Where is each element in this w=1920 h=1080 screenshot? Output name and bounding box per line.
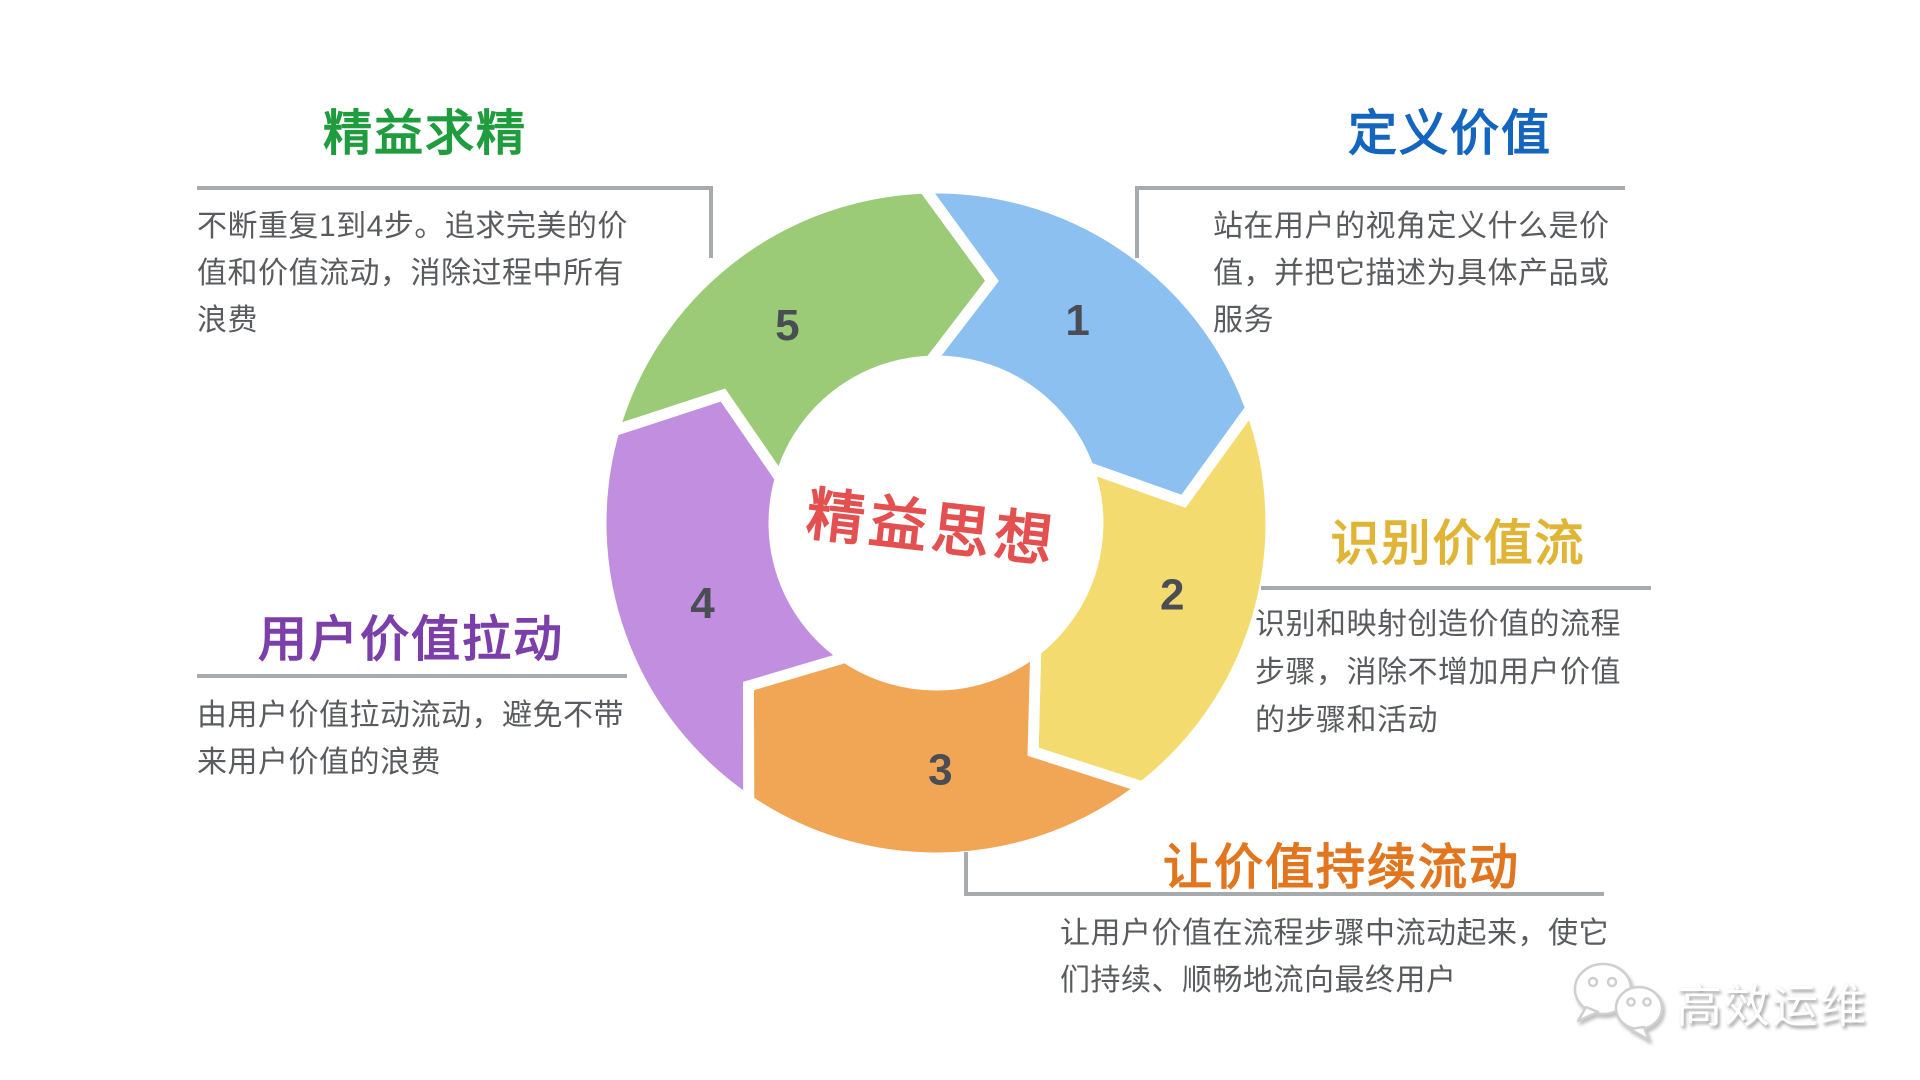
step-5-description: 不断重复1到4步。追求完美的价值和价值流动，消除过程中所有浪费 [197,210,628,337]
segment-number-1: 1 [1065,296,1089,345]
cycle-segment-5 [605,182,999,492]
connector-line-1 [1135,186,1625,190]
connector-stub-5 [709,186,713,258]
segment-number-4: 4 [690,579,715,628]
connector-stub-3 [964,852,968,896]
connector-stub-1 [1135,186,1139,258]
cycle-segment-3 [742,639,1154,864]
cycle-segment-2 [1027,396,1277,794]
cycle-segment-1 [913,182,1257,508]
step-3-description: 让用户价值在流程步骤中流动起来，使它们持续、顺畅地流向最终用户 [1060,917,1609,997]
wechat-icon [1573,962,1664,1042]
watermark: 高效运维 [1568,948,1920,1058]
step-2-description: 识别和映射创造价值的流程步骤，消除不增加用户价值的步骤和活动 [1255,608,1621,737]
cycle-segment-4 [595,388,859,812]
step-1-description: 站在用户的视角定义什么是价值，并把它描述为具体产品或服务 [1213,210,1610,337]
step-2-title: 识别价值流 [1330,517,1586,571]
step-3-title: 让价值持续流动 [1163,841,1521,895]
segment-number-5: 5 [775,301,799,350]
step-5-title: 精益求精 [322,107,527,161]
connector-line-4 [197,674,627,678]
step-4-description: 由用户价值拉动流动，避免不带来用户价值的浪费 [197,699,624,779]
segment-number-2: 2 [1160,571,1184,620]
watermark-text: 高效运维 [1676,980,1868,1032]
connector-line-2 [1261,586,1651,590]
step-1-title: 定义价值 [1347,107,1552,161]
segment-number-3: 3 [928,745,952,794]
connector-line-3 [964,892,1604,896]
step-4-title: 用户价值拉动 [257,613,564,667]
connector-line-5 [197,186,713,190]
